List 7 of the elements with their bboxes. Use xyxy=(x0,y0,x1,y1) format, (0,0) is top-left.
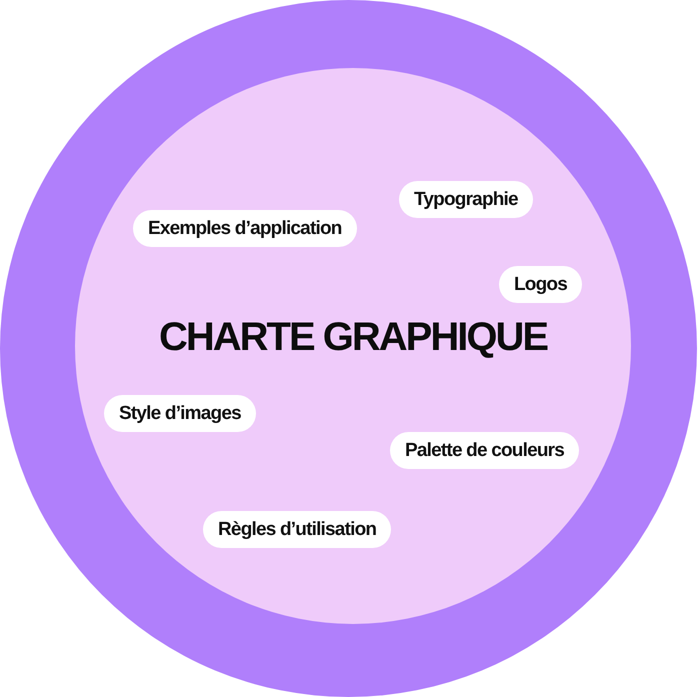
topic-label: Logos xyxy=(499,266,582,303)
topic-label: Règles d’utilisation xyxy=(203,511,392,548)
topic-label: Palette de couleurs xyxy=(390,432,580,469)
topic-label: Exemples d’application xyxy=(133,210,357,247)
heading: CHARTE GRAPHIQUE xyxy=(158,315,548,360)
topic-label: Typographie xyxy=(399,181,533,218)
topic-label: Style d’images xyxy=(104,395,256,432)
